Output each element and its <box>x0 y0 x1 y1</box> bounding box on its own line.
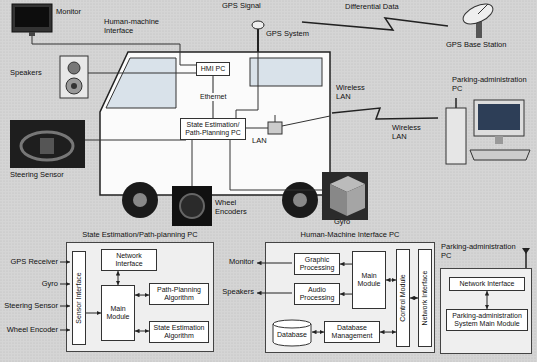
annotation-label: Gyro <box>4 280 58 289</box>
database-cylinder: Database <box>272 319 312 347</box>
vehicle <box>100 52 330 218</box>
parking-pc-picture <box>446 98 530 164</box>
annotation-label: Gyro <box>334 218 350 227</box>
steering-sensor-photo <box>10 120 85 168</box>
module-box: State Estimation Algorithm <box>149 321 209 343</box>
gps-antenna <box>252 21 264 52</box>
module-box: HMI PC <box>196 62 230 76</box>
annotation-label: GPS System <box>266 30 309 39</box>
node-text: Path-Planning Algorithm <box>152 286 206 302</box>
monitor-picture <box>12 4 52 36</box>
annotation-label: Monitor <box>56 8 81 17</box>
module-box: State Estimation/ Path-Planning PC <box>180 118 246 140</box>
node-text: Database <box>277 331 307 339</box>
annotation-label: Steering Sensor <box>10 171 64 180</box>
node-text: Control Module <box>399 274 407 321</box>
annotation-label: Wireless LAN <box>392 124 428 141</box>
node-text: State Estimation Algorithm <box>152 324 206 340</box>
annotation-label: GPS Base Station <box>446 41 506 50</box>
computer-panel: Parking-administration PCNetwork Interfa… <box>440 268 532 354</box>
node-text: Database Management <box>327 324 377 340</box>
interface-bar: Sensor Interface <box>72 251 86 345</box>
wheel-encoder-photo <box>172 186 212 226</box>
node-text: Sensor Interface <box>75 272 83 323</box>
node-text: Main Module <box>355 272 383 288</box>
connector-label: Ethernet <box>199 93 227 101</box>
module-box: Database Management <box>324 321 380 343</box>
module-box: Parking-administration System Main Modul… <box>446 309 528 331</box>
panel-heading: Human-Machine Interface PC <box>266 231 434 240</box>
module-box: Main Module <box>101 285 135 341</box>
panel-antenna <box>522 248 530 268</box>
module-box: Path-Planning Algorithm <box>149 283 209 305</box>
panel-heading: Parking-administration PC <box>441 243 519 260</box>
node-text: State Estimation/ Path-Planning PC <box>183 121 243 137</box>
gps-base-station <box>460 0 496 38</box>
node-text: Network Interface <box>104 252 154 268</box>
cylinder-top <box>273 320 311 328</box>
module-box: Graphic Processing <box>294 253 340 275</box>
annotation-label: Parking-administration PC <box>452 76 532 93</box>
node-text: Audio Processing <box>297 286 337 302</box>
computer-panel: State Estimation/Path-planning PCSensor … <box>66 242 214 352</box>
computer-panel: Human-Machine Interface PCGraphic Proces… <box>265 242 435 353</box>
node-text: Network Interface <box>460 280 515 288</box>
annotation-label: Differential Data <box>345 3 399 12</box>
annotation-label: Wheel Encoders <box>215 199 255 216</box>
gyro-photo <box>322 172 368 220</box>
panel-heading: State Estimation/Path-planning PC <box>67 231 213 240</box>
node-text: Main Module <box>104 305 132 321</box>
annotation-label: Speakers <box>222 288 254 297</box>
annotation-label: GPS Signal <box>222 2 261 11</box>
module-box: Audio Processing <box>294 283 340 305</box>
annotation-label: LAN <box>252 137 267 146</box>
annotation-label: Wireless LAN <box>336 84 372 101</box>
annotation-label: Wheel Encoder <box>4 326 58 335</box>
module-box: Network Interface <box>101 249 157 271</box>
module-box: Network Interface <box>449 277 525 291</box>
lan-modem <box>268 115 282 134</box>
annotation-label: GPS Receiver <box>4 258 58 267</box>
module-box: Main Module <box>352 251 386 309</box>
interface-bar: Network Interface <box>418 249 432 347</box>
node-text: Network Interface <box>421 271 429 326</box>
node-text: Parking-administration System Main Modul… <box>449 312 525 328</box>
interface-bar: Control Module <box>396 249 410 347</box>
node-text: Graphic Processing <box>297 256 337 272</box>
annotation-label: Steering Sensor <box>4 302 58 311</box>
annotation-label: Human-machine Interface <box>104 18 174 35</box>
radio-links <box>302 18 448 119</box>
speaker-picture <box>60 56 88 98</box>
annotation-label: Monitor <box>222 258 254 267</box>
node-text: HMI PC <box>201 65 226 73</box>
annotation-label: Speakers <box>10 69 42 78</box>
